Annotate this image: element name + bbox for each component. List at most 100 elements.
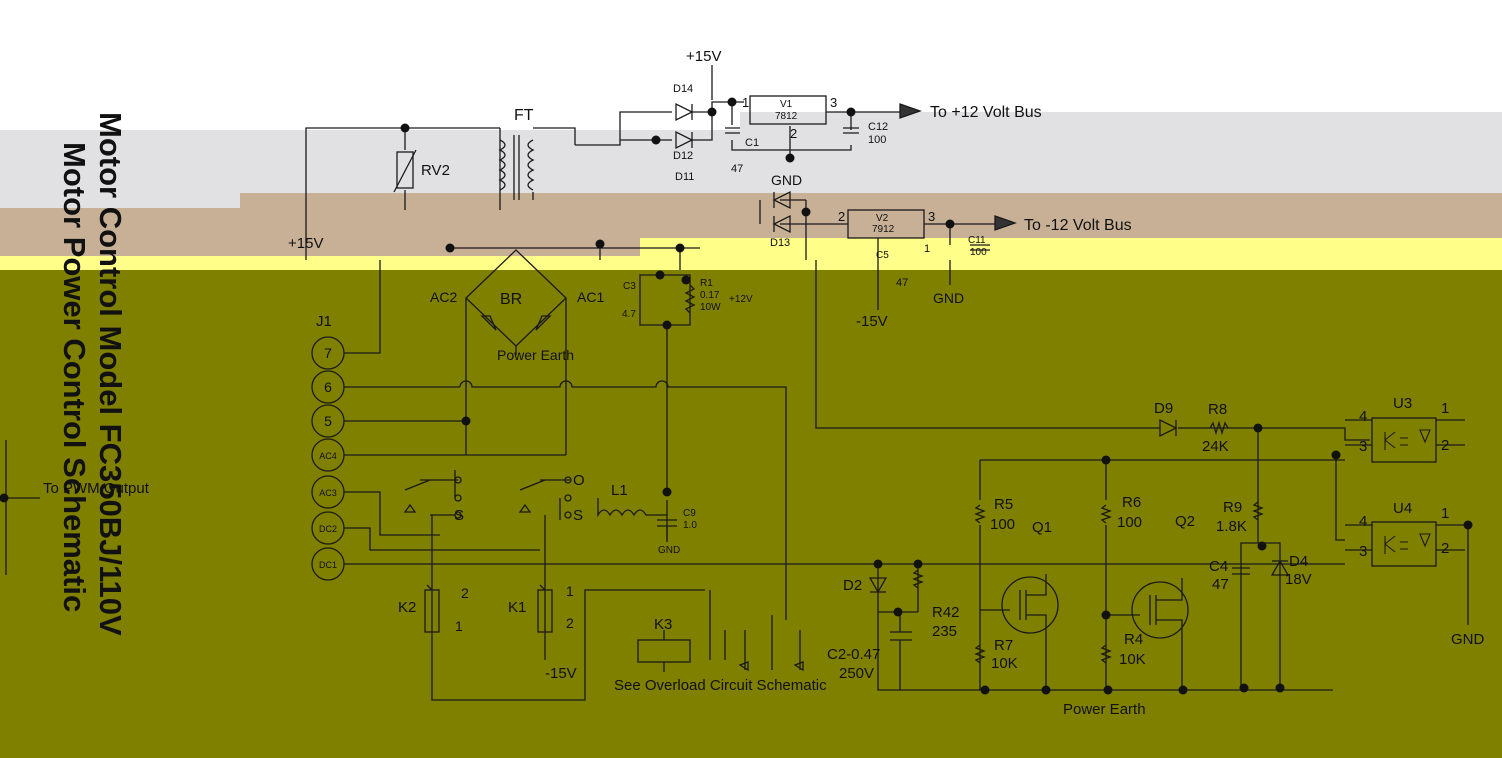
label-c5: C5 — [876, 250, 889, 261]
label-l1: L1 — [611, 482, 628, 499]
label-minus15-k: -15V — [545, 665, 577, 682]
label-c2: C2-0.47 — [827, 646, 880, 663]
label-d14: D14 — [673, 83, 693, 95]
label-gnd-c9: GND — [658, 545, 680, 556]
label-minus15: -15V — [856, 313, 888, 330]
label-d12: D12 — [673, 150, 693, 162]
label-d11: D11 — [675, 171, 694, 183]
label-gnd-mid: GND — [933, 290, 964, 306]
background-band-yellow-low — [0, 256, 640, 270]
label-k2-pin1: 1 — [455, 618, 463, 634]
label-u3-pin2: 2 — [1441, 437, 1449, 454]
label-u4-pin1: 1 — [1441, 505, 1449, 522]
label-u3-pin1: 1 — [1441, 400, 1449, 417]
background-band-yellow — [640, 238, 1502, 270]
label-r5: R5 — [994, 496, 1013, 513]
label-gnd-right: GND — [1451, 631, 1485, 648]
label-r9: R9 — [1223, 499, 1242, 516]
label-d4: D4 — [1289, 553, 1308, 570]
label-d4-value: 18V — [1285, 571, 1312, 588]
label-u3-pin3: 3 — [1359, 438, 1367, 455]
label-k3: K3 — [654, 616, 672, 633]
background-band-tan-top — [240, 193, 1502, 208]
label-to-plus12-bus: To +12 Volt Bus — [930, 104, 1042, 121]
label-see-overload: See Overload Circuit Schematic — [614, 677, 827, 694]
label-c1: C1 — [745, 137, 759, 149]
label-c3: C3 — [623, 281, 636, 292]
label-r42: R42 — [932, 604, 960, 621]
label-q1: Q1 — [1032, 519, 1052, 536]
label-r4: R4 — [1124, 631, 1143, 648]
label-v1-pin3: 3 — [830, 95, 837, 110]
label-c5-value: 47 — [896, 277, 908, 289]
label-d9: D9 — [1154, 400, 1173, 417]
label-v2-pin1: 1 — [924, 243, 930, 255]
background-band-tan — [0, 208, 1502, 238]
label-q2: Q2 — [1175, 513, 1195, 530]
label-v1-pin1: 1 — [742, 95, 749, 110]
label-ac1: AC1 — [577, 289, 604, 305]
label-v1-pin2: 2 — [790, 126, 797, 141]
label-plus15-left: +15V — [288, 235, 323, 252]
label-r8: R8 — [1208, 401, 1227, 418]
label-br: BR — [500, 291, 522, 308]
label-c2-voltage: 250V — [839, 665, 874, 682]
background-band-white — [0, 0, 1502, 130]
label-r42-value: 235 — [932, 623, 957, 640]
label-r9-value: 1.8K — [1216, 518, 1247, 535]
label-u3: U3 — [1393, 395, 1412, 412]
label-r7-value: 10K — [991, 655, 1018, 672]
label-v1-part: 7812 — [775, 111, 798, 122]
j1-pin-ac4: AC4 — [319, 451, 337, 461]
label-c12-value: 100 — [868, 134, 886, 146]
label-to-minus12-bus: To -12 Volt Bus — [1024, 217, 1132, 234]
label-k2-pin2: 2 — [461, 585, 469, 601]
label-c11-value: 100 — [970, 247, 987, 258]
label-c4-value: 47 — [1212, 576, 1229, 593]
label-d13: D13 — [770, 237, 790, 249]
label-k1: K1 — [508, 599, 526, 616]
j1-pin-7: 7 — [324, 345, 332, 361]
label-power-earth-bottom: Power Earth — [1063, 701, 1146, 718]
label-relay-o: O — [573, 472, 585, 489]
label-j1: J1 — [316, 313, 332, 330]
label-v2-pin3: 3 — [928, 209, 935, 224]
label-c1-value: 47 — [731, 163, 743, 175]
label-to-pwm-output: To PWM Output — [43, 480, 150, 497]
label-v2-part: 7912 — [872, 224, 895, 235]
label-u3-pin4: 4 — [1359, 408, 1367, 425]
label-relay-s2: S — [573, 507, 583, 524]
label-u4-pin3: 3 — [1359, 543, 1367, 560]
label-gnd-top: GND — [771, 172, 802, 188]
background-band-olive — [0, 270, 1502, 758]
label-c9-value: 1.0 — [683, 520, 697, 531]
label-k1-pin1: 1 — [566, 583, 574, 599]
label-v2: V2 — [876, 213, 889, 224]
label-v2-pin2: 2 — [838, 209, 845, 224]
label-v1: V1 — [780, 99, 793, 110]
label-r8-value: 24K — [1202, 438, 1229, 455]
label-c11: C11 — [968, 235, 986, 246]
label-ft: FT — [514, 107, 534, 124]
label-r5-value: 100 — [990, 516, 1015, 533]
label-c4: C4 — [1209, 558, 1228, 575]
label-d2: D2 — [843, 577, 862, 594]
label-plus15-top: +15V — [686, 48, 721, 65]
label-k2: K2 — [398, 599, 416, 616]
label-relay-s1: S — [454, 507, 464, 524]
label-u4-pin4: 4 — [1359, 513, 1367, 530]
background-band-grey-top — [740, 112, 1502, 130]
label-c12: C12 — [868, 121, 888, 133]
label-r6-value: 100 — [1117, 514, 1142, 531]
j1-pin-5: 5 — [324, 413, 332, 429]
label-c3-value: 4.7 — [622, 309, 636, 320]
label-c9: C9 — [683, 508, 696, 519]
label-power-earth-br: Power Earth — [497, 347, 574, 363]
label-u4: U4 — [1393, 500, 1412, 517]
j1-pin-ac3: AC3 — [319, 488, 337, 498]
label-plus12: +12V — [729, 294, 753, 305]
j1-pin-dc2: DC2 — [319, 524, 337, 534]
label-u4-pin2: 2 — [1441, 540, 1449, 557]
background-band-tan-low — [0, 238, 640, 256]
